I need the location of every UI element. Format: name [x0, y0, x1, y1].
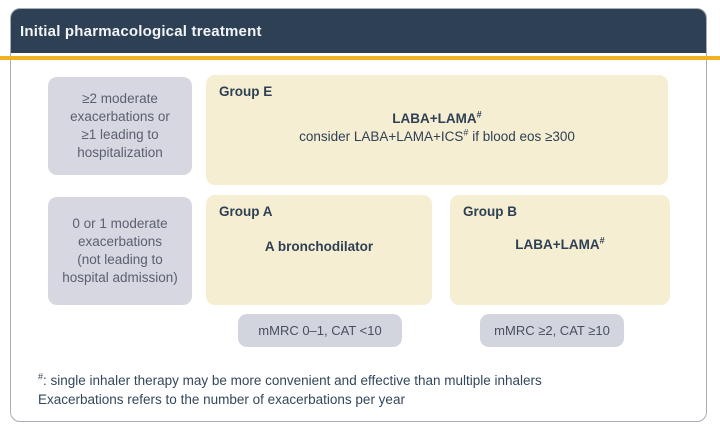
group-a-box: Group A A bronchodilator [206, 195, 432, 305]
figure-title: Initial pharmacological treatment [20, 22, 262, 40]
group-e-consideration-footnote-mark: # [463, 127, 469, 138]
group-b-treatment-footnote-mark: # [599, 235, 605, 246]
gold-accent-divider [0, 56, 720, 60]
footnotes: #: single inhaler therapy may be more co… [38, 371, 542, 409]
group-e-treatment-footnote-mark: # [476, 109, 482, 120]
group-e-consideration: consider LABA+LAMA+ICS# if blood eos ≥30… [206, 127, 668, 144]
symptom-badge-low: mMRC 0–1, CAT <10 [238, 314, 402, 347]
figure-header: Initial pharmacological treatment [11, 9, 706, 53]
footnote-line-1-text: : single inhaler therapy may be more con… [43, 373, 542, 388]
group-a-label: Group A [219, 204, 273, 219]
criteria-box-high-exacerbation: ≥2 moderate exacerbations or ≥1 leading … [48, 77, 192, 175]
group-b-label: Group B [463, 204, 517, 219]
group-e-treatment: LABA+LAMA# [206, 109, 668, 126]
footnote-mark: # [38, 371, 44, 382]
group-e-label: Group E [219, 84, 273, 99]
group-b-treatment: LABA+LAMA# [450, 235, 670, 252]
symptom-badge-high: mMRC ≥2, CAT ≥10 [480, 314, 624, 347]
footnote-line-1: #: single inhaler therapy may be more co… [38, 371, 542, 390]
group-e-treatment-text: LABA+LAMA [392, 111, 477, 126]
group-e-consideration-post: if blood eos ≥300 [468, 129, 575, 144]
footnote-line-2: Exacerbations refers to the number of ex… [38, 392, 405, 407]
group-b-treatment-text: LABA+LAMA [515, 237, 600, 252]
group-e-consideration-pre: consider LABA+LAMA+ICS [299, 129, 464, 144]
group-a-treatment: A bronchodilator [264, 239, 374, 254]
group-e-box: Group E LABA+LAMA# consider LABA+LAMA+IC… [206, 75, 668, 185]
group-b-box: Group B LABA+LAMA# [450, 195, 670, 305]
criteria-box-low-exacerbation: 0 or 1 moderate exacerbations (not leadi… [48, 197, 192, 305]
